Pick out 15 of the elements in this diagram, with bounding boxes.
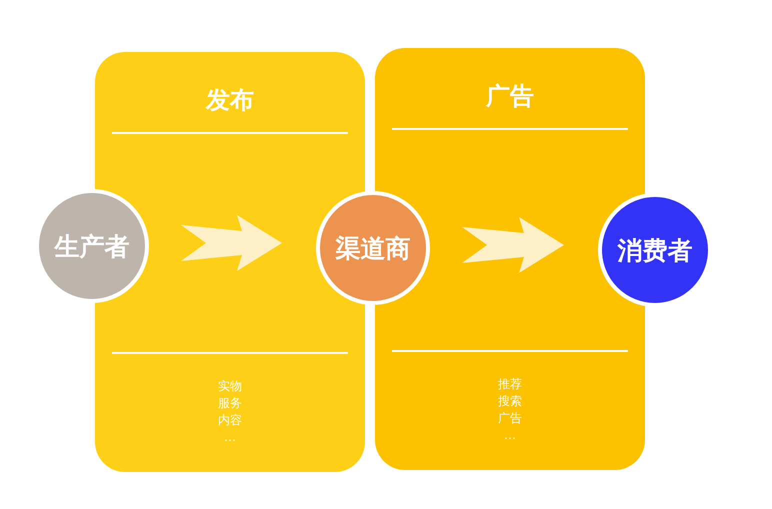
panel-title: 广告 <box>484 81 535 112</box>
list-item: 广告 <box>497 410 523 427</box>
list-item: 服务 <box>217 395 243 412</box>
role-label: 渠道商 <box>336 232 410 264</box>
list-item: 实物 <box>217 378 243 395</box>
role-label: 消费者 <box>618 234 692 266</box>
list-item: … <box>503 427 517 444</box>
role-label: 生产者 <box>54 230 130 262</box>
panel-title: 发布 <box>204 85 255 116</box>
chevron-arrow <box>462 217 564 273</box>
list-item: 推荐 <box>497 376 523 393</box>
list-item: 搜索 <box>497 393 523 410</box>
chevron-arrow <box>181 215 282 271</box>
list-item: … <box>223 429 237 446</box>
list-item: 内容 <box>217 412 243 429</box>
